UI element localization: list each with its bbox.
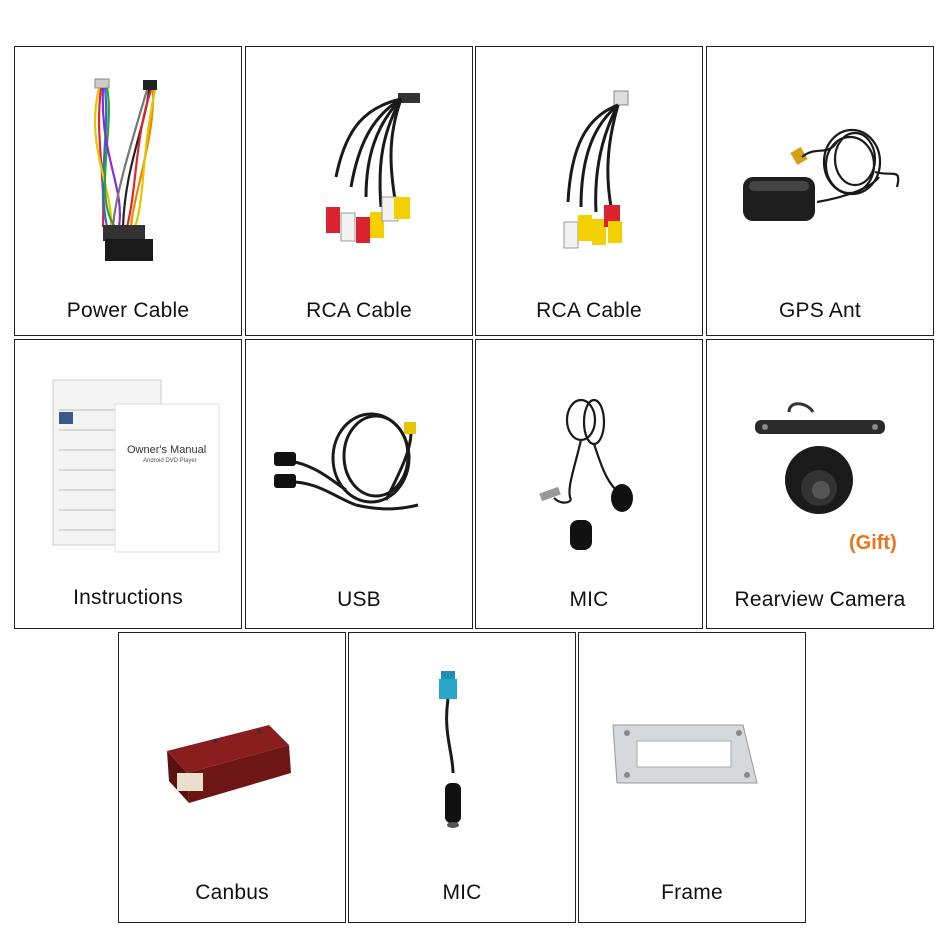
item-label: Rearview Camera [734,588,906,611]
item-gps-ant: GPS Ant [706,46,934,336]
item-label: Frame [661,881,723,904]
rca-cable-icon [326,93,420,243]
manual-icon [52,379,220,553]
rca-cable-icon [563,90,629,249]
item-instructions: Owner's Manual Android DVD Player Instru… [14,339,242,629]
power-cable-icon [94,78,157,261]
manual-title: Owner's Manual [127,444,207,456]
item-mic: MIC [475,339,703,629]
item-rca-cable: RCA Cable [245,46,473,336]
item-rca-cable: RCA Cable [475,46,703,336]
mounting-frame-icon [612,724,758,784]
mic-adapter-icon [439,671,461,828]
item-label: MIC [569,588,609,611]
item-label: MIC [442,881,482,904]
item-label: GPS Ant [779,299,861,322]
item-mic-adapter: MIC [348,632,576,923]
item-label: Instructions [73,586,183,609]
item-label: RCA Cable [306,299,412,322]
manual-subtitle: Android DVD Player [143,458,197,464]
microphone-icon [539,398,633,550]
item-label: RCA Cable [536,299,642,322]
item-label: USB [337,588,381,611]
item-rearview-camera: (Gift) Rearview Camera [706,339,934,629]
canbus-box-icon [167,725,291,803]
item-canbus: Canbus [118,632,346,923]
item-label: Power Cable [66,299,190,322]
gift-badge: (Gift) [849,532,897,554]
item-label: Canbus [195,881,269,904]
usb-cable-icon [274,412,419,511]
item-power-cable: Power Cable [14,46,242,336]
item-frame: Frame [578,632,806,923]
rearview-camera-icon [755,402,885,514]
item-usb: USB [245,339,473,629]
gps-antenna-icon [743,128,900,221]
